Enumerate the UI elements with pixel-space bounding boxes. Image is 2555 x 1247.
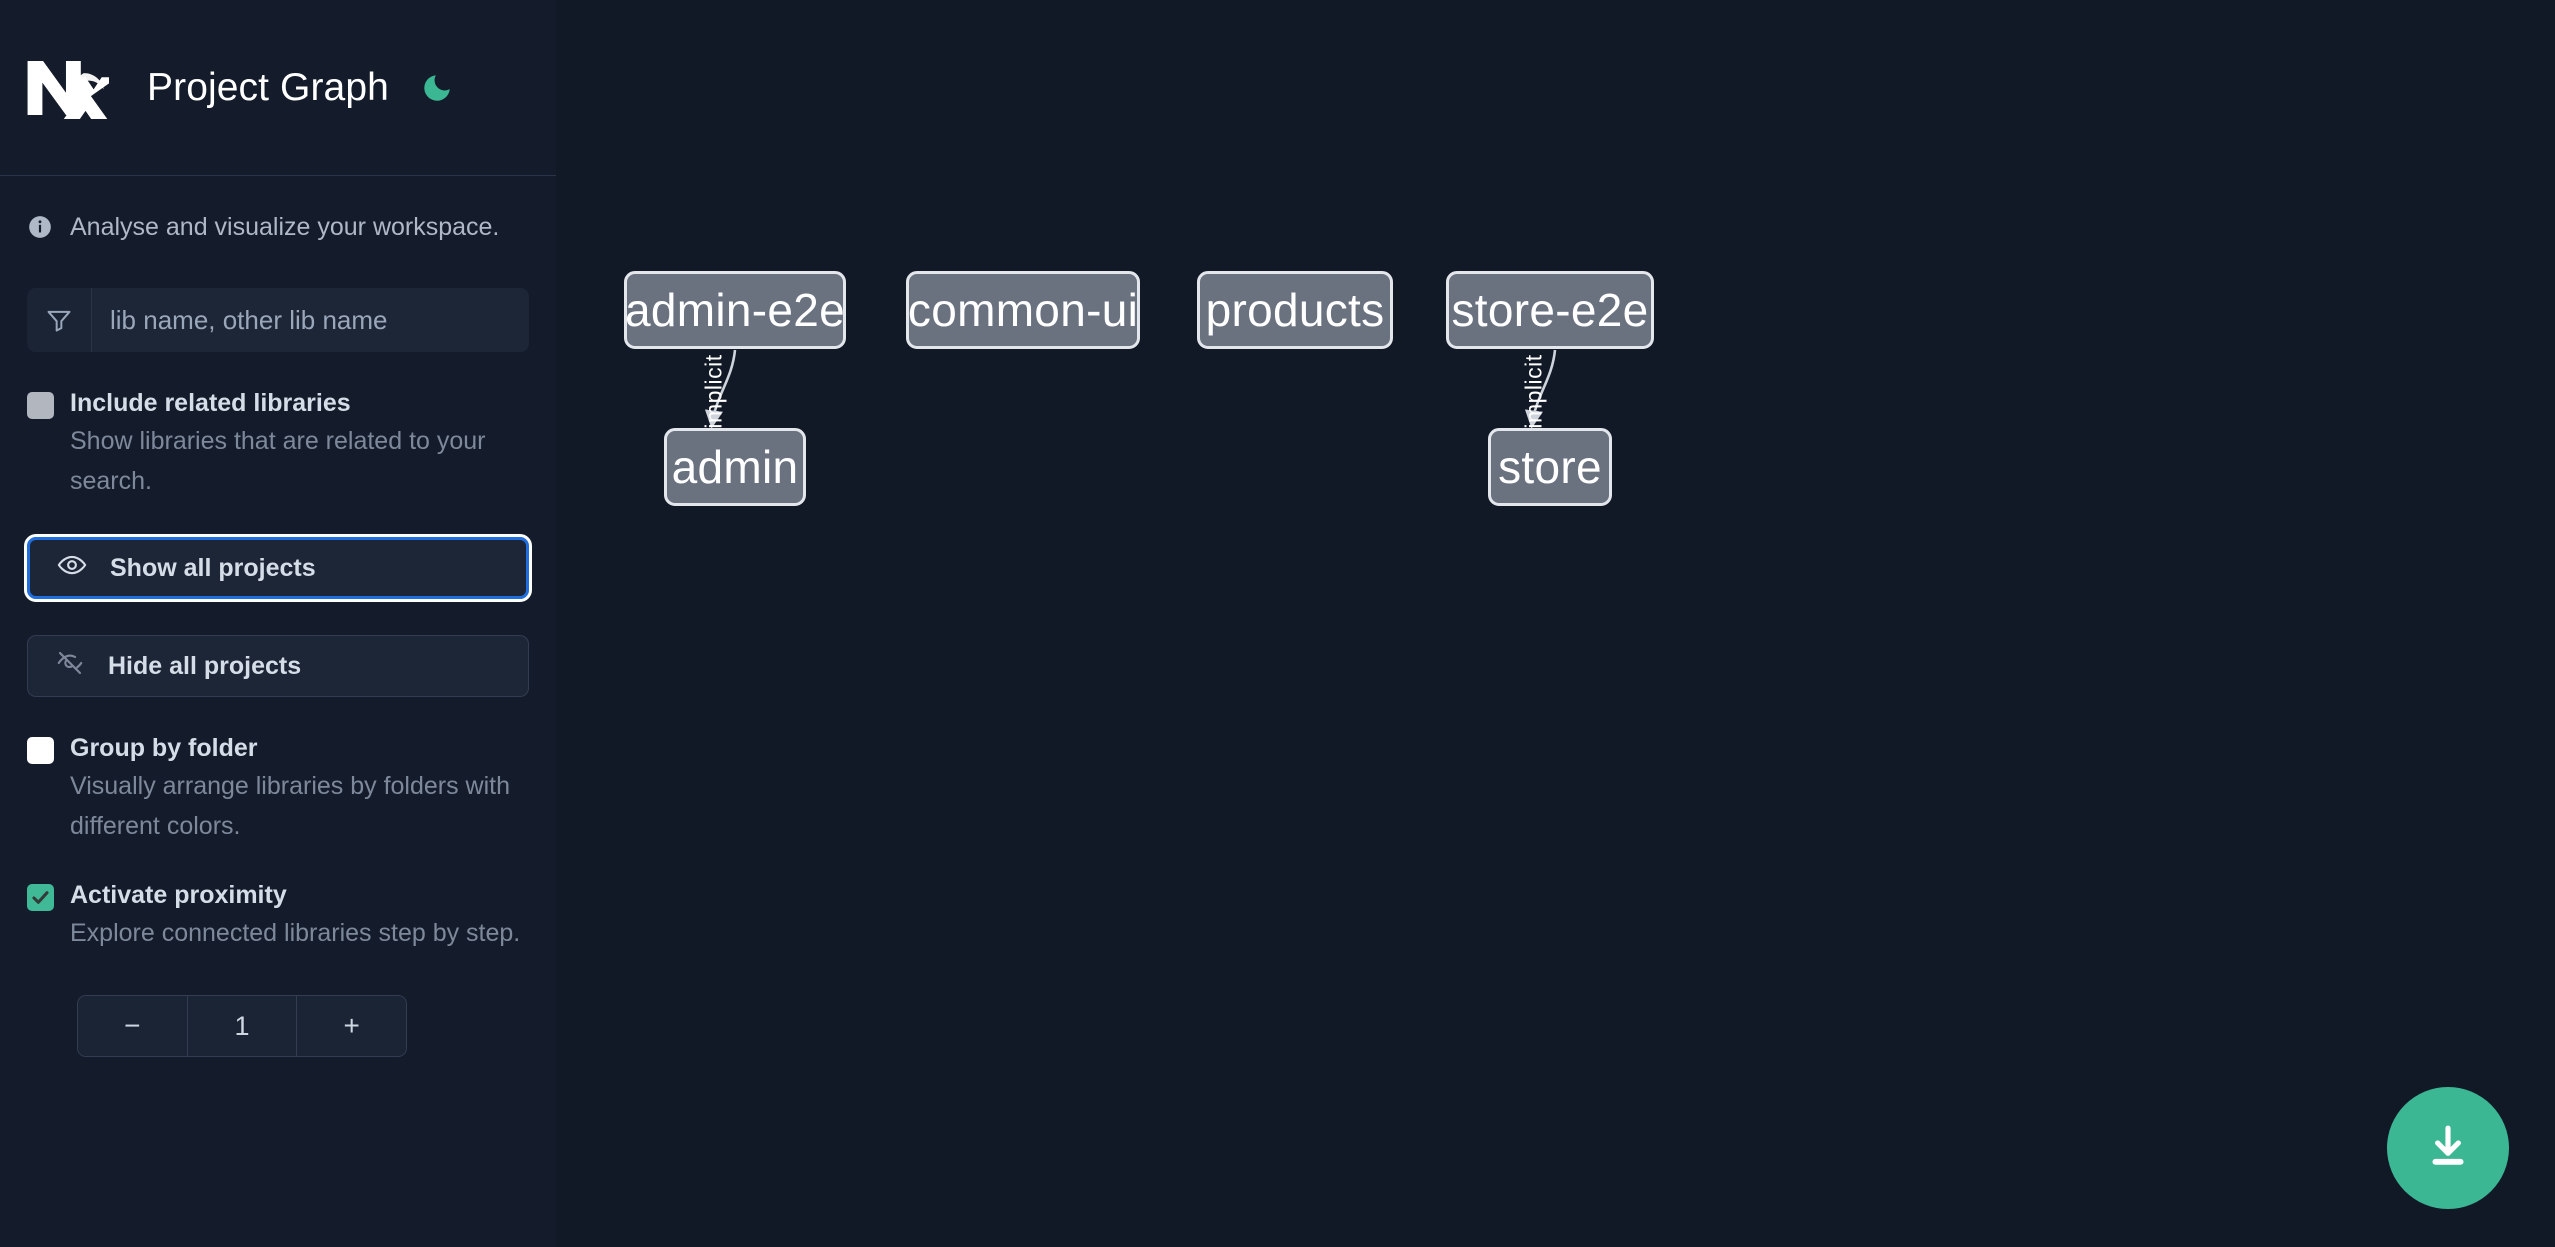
info-icon (27, 214, 53, 240)
sidebar-body: Analyse and visualize your workspace. In… (0, 212, 556, 1057)
proximity-decrement-button[interactable]: − (78, 996, 187, 1056)
proximity-increment-button[interactable]: + (296, 996, 406, 1056)
graph-canvas[interactable]: admin-e2e common-ui products store-e2e a… (556, 0, 2555, 1247)
graph-node-admin[interactable]: admin (664, 428, 806, 506)
graph-edges (704, 349, 1557, 429)
graph-node-products[interactable]: products (1197, 271, 1393, 349)
tagline: Analyse and visualize your workspace. (27, 212, 529, 242)
include-related-libraries-desc: Show libraries that are related to your … (70, 427, 486, 495)
activate-proximity-desc: Explore connected libraries step by step… (70, 919, 521, 947)
filter-funnel-icon[interactable] (27, 288, 92, 352)
include-related-libraries-label: Include related libraries (70, 389, 351, 417)
page-title: Project Graph (147, 65, 389, 109)
edge-label-admin-e2e-to-admin: implicit (700, 354, 727, 429)
proximity-value: 1 (186, 996, 297, 1056)
nx-logo-icon (27, 57, 109, 119)
hide-all-projects-label: Hide all projects (108, 651, 302, 680)
eye-off-icon (55, 648, 85, 685)
graph-node-store[interactable]: store (1488, 428, 1612, 506)
group-by-folder-label: Group by folder (70, 734, 258, 762)
moon-icon[interactable] (417, 68, 457, 108)
graph-node-common-ui[interactable]: common-ui (906, 271, 1140, 349)
group-by-folder-desc: Visually arrange libraries by folders wi… (70, 772, 511, 840)
include-related-libraries-checkbox[interactable] (27, 392, 54, 419)
graph-node-admin-e2e[interactable]: admin-e2e (624, 271, 846, 349)
group-by-folder-checkbox[interactable] (27, 737, 54, 764)
eye-icon (57, 550, 87, 587)
sidebar-header: Project Graph (0, 0, 556, 176)
graph-node-store-e2e[interactable]: store-e2e (1446, 271, 1654, 349)
option-group-by-folder: Group by folder Visually arrange librari… (27, 732, 529, 846)
download-graph-button[interactable] (2387, 1087, 2509, 1209)
sidebar: Project Graph Analyse and visualize your… (0, 0, 556, 1247)
show-all-projects-button[interactable]: Show all projects (24, 534, 532, 602)
show-all-projects-label: Show all projects (110, 553, 316, 582)
proximity-stepper: − 1 + (77, 995, 407, 1057)
activate-proximity-checkbox[interactable] (27, 884, 54, 911)
option-include-related-libraries: Include related libraries Show libraries… (27, 387, 529, 501)
activate-proximity-label: Activate proximity (70, 881, 287, 909)
edge-label-store-e2e-to-store: implicit (1520, 354, 1547, 429)
tagline-text: Analyse and visualize your workspace. (70, 212, 500, 241)
search-input[interactable] (92, 288, 529, 352)
filter-row (27, 288, 529, 352)
download-icon (2421, 1120, 2475, 1177)
hide-all-projects-button[interactable]: Hide all projects (27, 635, 529, 697)
option-activate-proximity: Activate proximity Explore connected lib… (27, 879, 529, 953)
